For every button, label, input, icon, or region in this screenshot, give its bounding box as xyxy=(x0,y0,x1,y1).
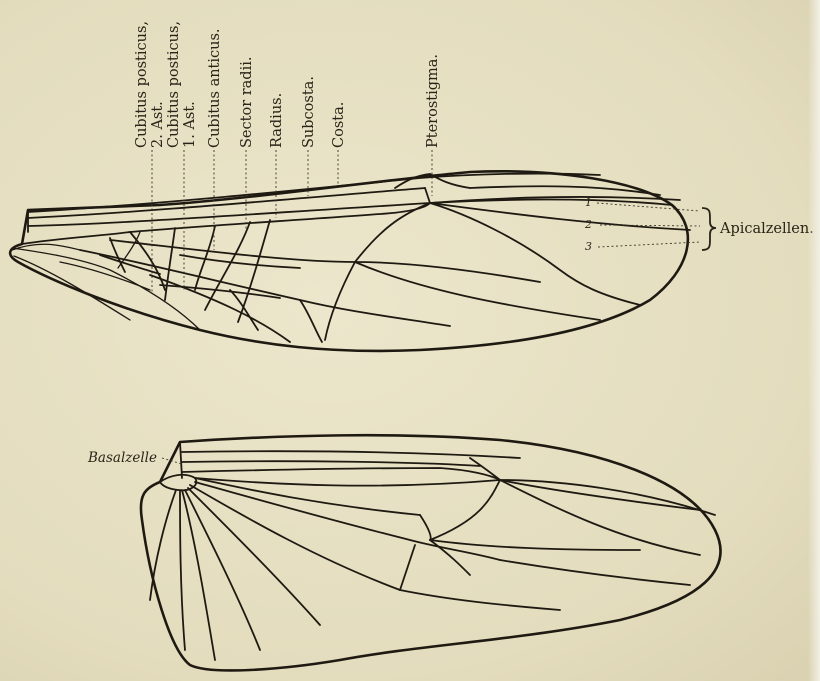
apical-brace xyxy=(702,208,716,250)
label-cubitus-posticus-2-line1: Cubitus posticus, xyxy=(134,21,150,148)
apical-cells-label: Apicalzellen. xyxy=(719,221,814,237)
apical-number-3: 3 xyxy=(585,240,592,253)
costa-vein xyxy=(28,174,600,212)
apical-number-2: 2 xyxy=(584,218,592,231)
cubitus-anticus-vein xyxy=(110,240,540,282)
label-sector-radii: Sector radii. xyxy=(239,57,255,148)
label-subcosta: Subcosta. xyxy=(301,76,317,148)
hindwing xyxy=(141,435,721,670)
label-cubitus-posticus-2-line2: 2. Ast. xyxy=(150,101,166,148)
label-radius: Radius. xyxy=(269,93,285,148)
label-cubitus-posticus-1-line2: 1. Ast. xyxy=(182,101,198,148)
vein-labels: Cubitus posticus, 2. Ast. Cubitus postic… xyxy=(134,21,441,148)
basal-cell-annotation: Basalzelle xyxy=(87,450,157,466)
label-cubitus-anticus: Cubitus anticus. xyxy=(207,28,223,148)
label-costa: Costa. xyxy=(331,102,347,148)
apical-number-1: 1 xyxy=(585,196,592,209)
label-pterostigma: Pterostigma. xyxy=(425,54,441,148)
basal-cell-label: Basalzelle xyxy=(87,450,157,466)
cubitus-posticus-vein xyxy=(80,250,450,326)
label-cubitus-posticus-1-line1: Cubitus posticus, xyxy=(166,21,182,148)
subcosta-vein xyxy=(28,188,425,218)
